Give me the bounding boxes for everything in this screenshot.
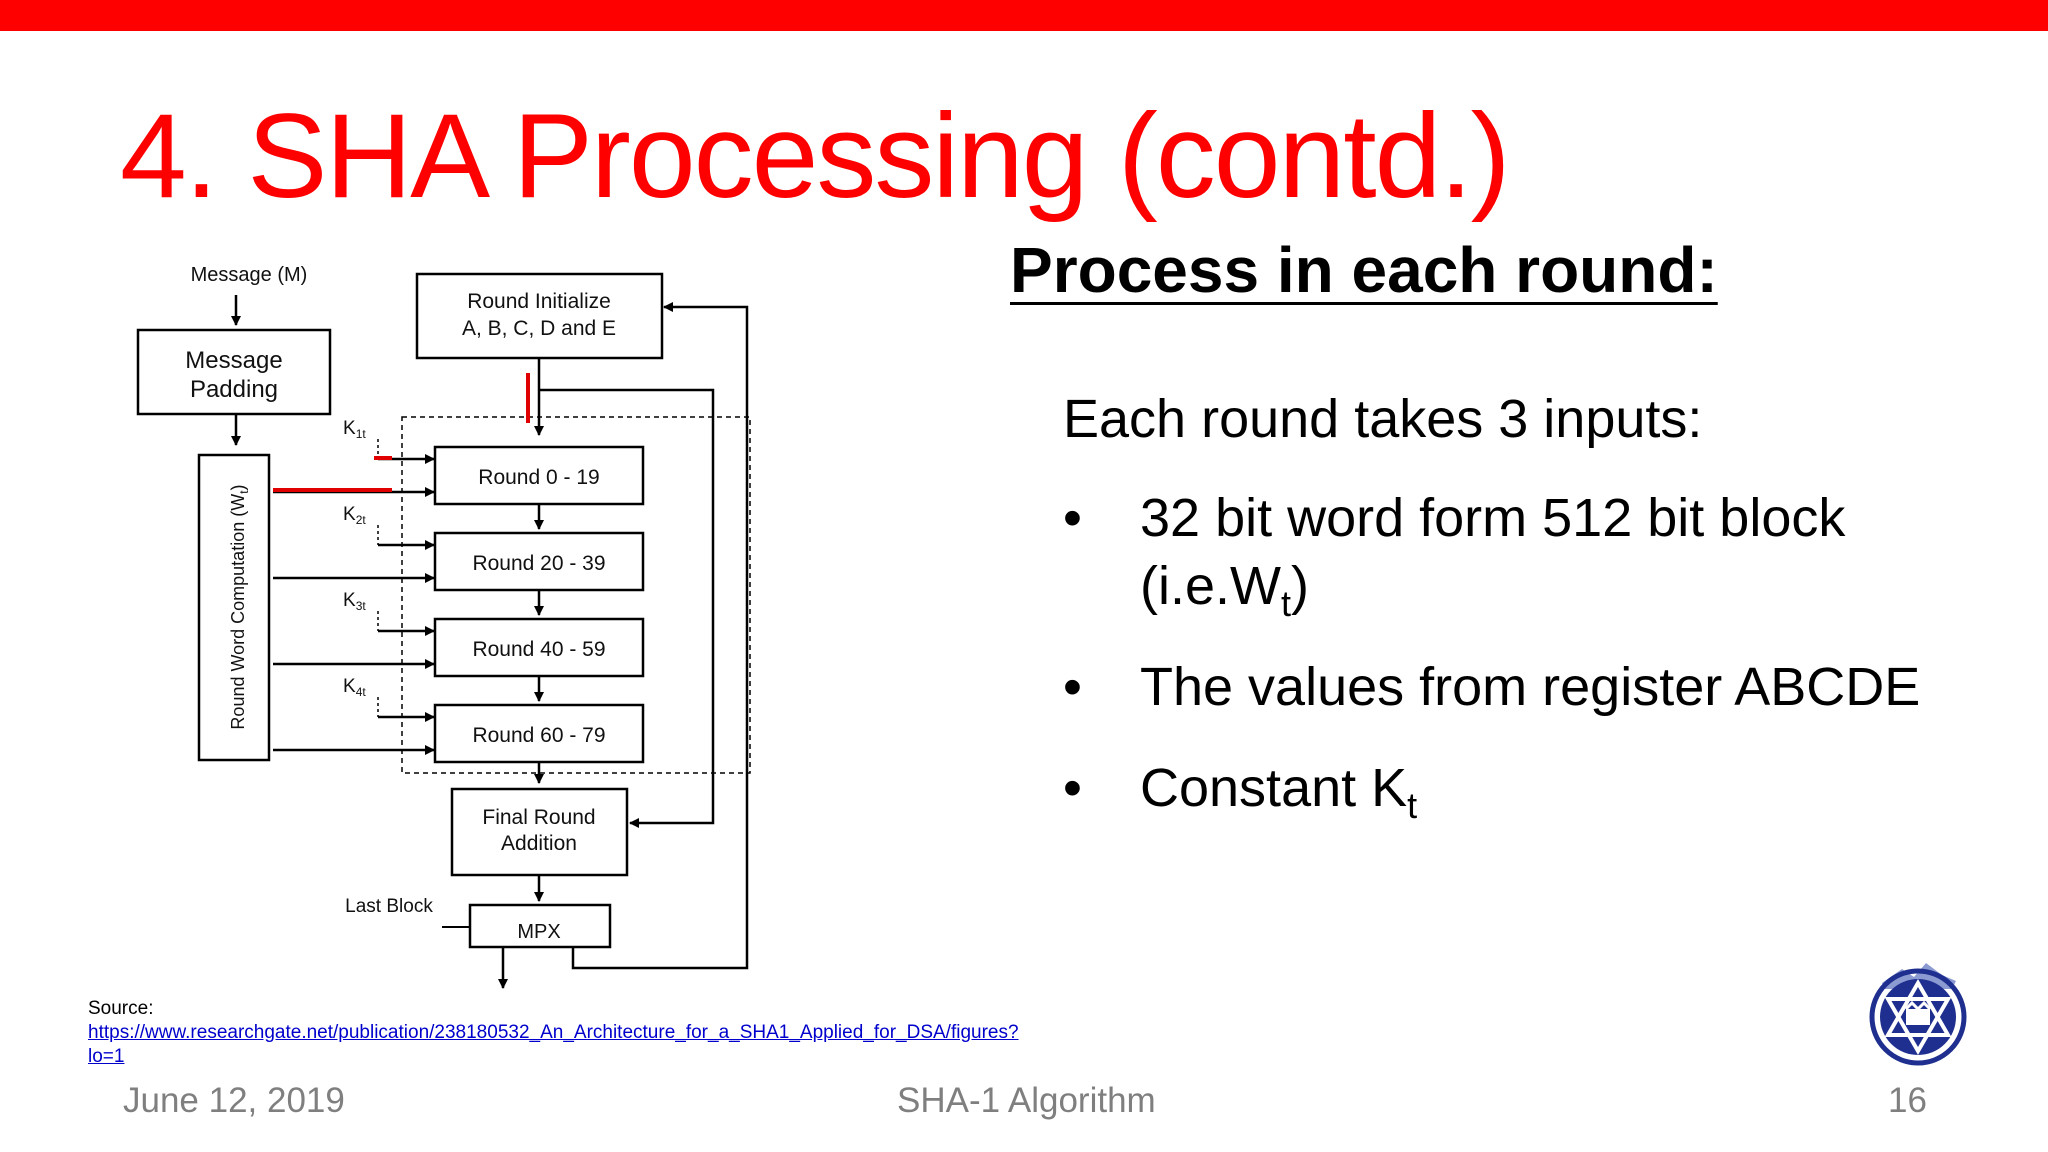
final-round-addition-box xyxy=(450,787,629,877)
round-label-2: Round 40 - 59 xyxy=(472,638,605,661)
last-block-label: Last Block xyxy=(345,896,433,917)
round-initialize-box xyxy=(415,272,664,360)
bullet-suffix: ) xyxy=(1291,556,1309,616)
feedback-line-mpx-init xyxy=(571,302,749,970)
round-label-0: Round 0 - 19 xyxy=(478,466,599,489)
source-link[interactable]: https://www.researchgate.net/publication… xyxy=(88,1022,1019,1067)
round-label-1: Round 20 - 39 xyxy=(472,552,605,575)
list-item: • 32 bit word form 512 bit block (i.e.Wt) xyxy=(1063,484,2003,622)
k-label-3: K4t xyxy=(343,676,366,699)
college-emblem-icon xyxy=(1862,955,1974,1067)
bullet-text: The values from register ABCDE xyxy=(1140,657,1921,717)
bullet-text: 32 bit word form 512 bit block (i.e.W xyxy=(1140,488,1846,616)
top-accent-bar xyxy=(0,0,2048,31)
mpx-box xyxy=(468,903,612,949)
page-number: 16 xyxy=(1888,1081,1927,1120)
k-label-0: K1t xyxy=(343,418,366,441)
round-box-2 xyxy=(433,617,645,678)
k-label-1: K2t xyxy=(343,504,366,527)
rounds-dashed-group xyxy=(401,416,751,774)
round-box-0 xyxy=(433,445,645,506)
round-word-box xyxy=(197,453,271,762)
intro-text: Each round takes 3 inputs: xyxy=(1063,389,1703,449)
bullet-subscript: t xyxy=(1407,785,1418,826)
init-label-line1: Round Initialize xyxy=(467,290,611,313)
round-boxes: Round 0 - 19 Round 20 - 39 Round 40 - 59 Ro… xyxy=(433,445,645,764)
footer-date: June 12, 2019 xyxy=(123,1081,345,1120)
feedback-line-init-final xyxy=(539,388,715,828)
source-label: Source: xyxy=(88,998,154,1019)
message-padding-box xyxy=(136,328,332,416)
source-citation: Source: https://www.researchgate.net/pub… xyxy=(88,997,1019,1069)
inputs-list: •32 bit word form 512 bit block (i.e.Wt)… xyxy=(1063,484,2003,855)
mpx-label: MPX xyxy=(517,921,560,943)
round-box-1 xyxy=(433,531,645,592)
slide-title: 4. SHA Processing (contd.) xyxy=(120,89,1511,223)
bullet-icon: • xyxy=(1063,758,1082,818)
k-label-2: K3t xyxy=(343,590,366,613)
section-heading: Process in each round: xyxy=(1010,234,1718,306)
final-label-line2: Addition xyxy=(501,832,577,855)
sha-process-diagram: Message (M) Message Padding Round Word C… xyxy=(130,255,770,990)
padding-label-line2: Padding xyxy=(190,376,278,403)
bullet-text: Constant K xyxy=(1140,758,1408,818)
bullet-icon: • xyxy=(1063,488,1082,548)
round-word-label: Round Word Computation (Wt) xyxy=(228,484,251,729)
diagram-svg: Message (M) Message Padding Round Word C… xyxy=(136,264,751,989)
footer-title: SHA-1 Algorithm xyxy=(897,1081,1156,1120)
bullet-subscript: t xyxy=(1281,583,1292,624)
message-label: Message (M) xyxy=(191,264,308,286)
list-item: • The values from register ABCDE xyxy=(1063,653,2003,721)
round-label-3: Round 60 - 79 xyxy=(472,724,605,747)
final-label-line1: Final Round xyxy=(482,806,595,829)
bullet-icon: • xyxy=(1063,657,1082,717)
list-item: • Constant Kt xyxy=(1063,754,2003,824)
init-label-line2: A, B, C, D and E xyxy=(462,317,616,340)
padding-label-line1: Message xyxy=(185,347,282,374)
